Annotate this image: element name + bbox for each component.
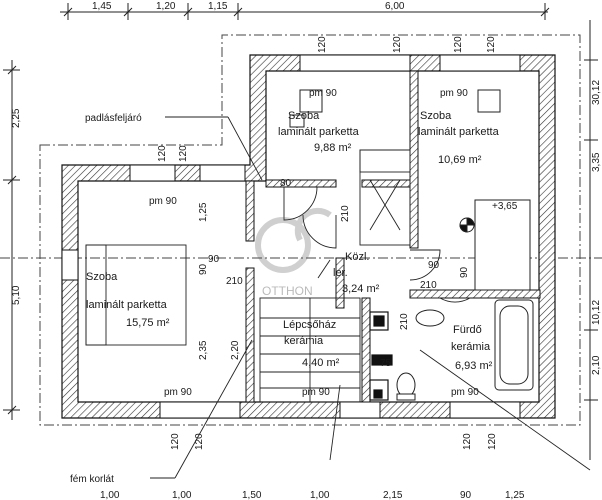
- label-d90-right: 90: [428, 260, 440, 271]
- label-pm90-right: pm 90: [440, 88, 468, 99]
- label-d80: 80: [280, 178, 292, 189]
- watermark-text: OTTHON: [262, 284, 313, 298]
- right-dim-1: 30,12: [591, 80, 602, 105]
- left-dim-2: 5,10: [11, 285, 22, 305]
- watermark-logo: [255, 207, 332, 273]
- room-kozl-name: Közl.: [345, 251, 369, 263]
- right-dim-4: 2,10: [591, 355, 602, 375]
- bathroom-fixtures: [396, 299, 534, 401]
- label-w120-6: 120: [178, 145, 189, 162]
- bottom-dim-5: 2,15: [383, 490, 403, 500]
- label-w120-10: 120: [487, 433, 498, 450]
- right-dim-3: 10,12: [591, 300, 602, 325]
- room-szoba-right-name: Szoba: [420, 110, 452, 122]
- left-dim-1: 2,25: [11, 108, 22, 128]
- note-attic-access: padlásfeljáró: [85, 113, 142, 124]
- note-level: +3,65: [492, 201, 518, 212]
- room-kozl-area: 3,24 m²: [342, 283, 380, 295]
- label-pm90-bath: pm 90: [451, 387, 479, 398]
- bottom-dim-4: 1,00: [310, 490, 330, 500]
- room-szoba-left-area: 15,75 m²: [126, 317, 170, 329]
- room-szoba-right-area: 10,69 m²: [438, 154, 482, 166]
- label-pm90-stair: pm 90: [302, 387, 330, 398]
- label-w120-5: 120: [157, 145, 168, 162]
- label-w120-8: 120: [194, 433, 205, 450]
- label-w120-1: 120: [317, 36, 328, 53]
- label-w120-3: 120: [453, 36, 464, 53]
- fixtures-small: [289, 89, 531, 291]
- bottom-dim-3: 1,50: [242, 490, 262, 500]
- beds: [85, 149, 411, 346]
- label-d90-vert-right: 90: [459, 266, 470, 278]
- room-kozl-floor: ler.: [333, 267, 348, 279]
- room-lepcsohaz-area: 4,40 m²: [302, 357, 340, 369]
- room-szoba-mid-name: Szoba: [288, 110, 320, 122]
- label-d220: 2,20: [230, 340, 241, 360]
- shafts: [369, 311, 393, 401]
- label-d210-vert-kozl: 210: [340, 205, 351, 222]
- room-furdo-floor: kerámia: [451, 341, 491, 353]
- label-d125: 1,25: [198, 202, 209, 222]
- label-d75: 75: [380, 358, 392, 369]
- label-d210-vert-bath: 210: [399, 313, 410, 330]
- label-w120-7: 120: [170, 433, 181, 450]
- window-openings: [61, 54, 521, 419]
- room-furdo-name: Fürdő: [453, 324, 482, 336]
- room-szoba-mid-area: 9,88 m²: [314, 142, 352, 154]
- label-d90-left: 90: [208, 254, 220, 265]
- bottom-dim-6: 90: [460, 490, 472, 500]
- label-pm90-bottom-left: pm 90: [164, 387, 192, 398]
- right-dim-2: 3,35: [591, 152, 602, 172]
- top-dim-1: 1,45: [92, 1, 112, 12]
- leader-lines: [150, 116, 591, 479]
- label-w120-2: 120: [392, 36, 403, 53]
- room-szoba-left-name: Szoba: [86, 271, 118, 283]
- label-d235: 2,35: [198, 340, 209, 360]
- outline-dashed: [0, 34, 602, 426]
- top-dim-4: 6,00: [385, 1, 405, 12]
- room-szoba-mid-floor: laminált parketta: [278, 126, 360, 138]
- label-pm90-left: pm 90: [149, 196, 177, 207]
- note-metal-railing: fém korlát: [70, 474, 114, 485]
- room-lepcsohaz-name: Lépcsőház: [283, 319, 336, 331]
- room-szoba-left-floor: laminált parketta: [86, 299, 168, 311]
- door-swings: [283, 186, 471, 303]
- label-d90-vert-left: 90: [198, 263, 209, 275]
- bottom-dim-2: 1,00: [172, 490, 192, 500]
- label-w120-9: 120: [462, 433, 473, 450]
- room-lepcsohaz-floor: kerámia: [284, 335, 324, 347]
- staircase: [259, 297, 361, 403]
- interior-walls: [245, 70, 541, 403]
- label-w120-4: 120: [486, 36, 497, 53]
- top-dim-2: 1,20: [156, 1, 176, 12]
- right-dimension-line: [584, 20, 598, 460]
- left-dimension-line: [3, 60, 20, 420]
- room-szoba-right-floor: laminált parketta: [418, 126, 500, 138]
- room-furdo-area: 6,93 m²: [455, 360, 493, 372]
- bottom-dim-7: 1,25: [505, 490, 525, 500]
- top-dimension-line: [60, 3, 550, 20]
- bottom-dim-1: 1,00: [100, 490, 120, 500]
- top-dim-3: 1,15: [208, 1, 228, 12]
- label-pm90-mid: pm 90: [309, 88, 337, 99]
- label-d210-left: 210: [226, 276, 243, 287]
- label-d210-right: 210: [420, 280, 437, 291]
